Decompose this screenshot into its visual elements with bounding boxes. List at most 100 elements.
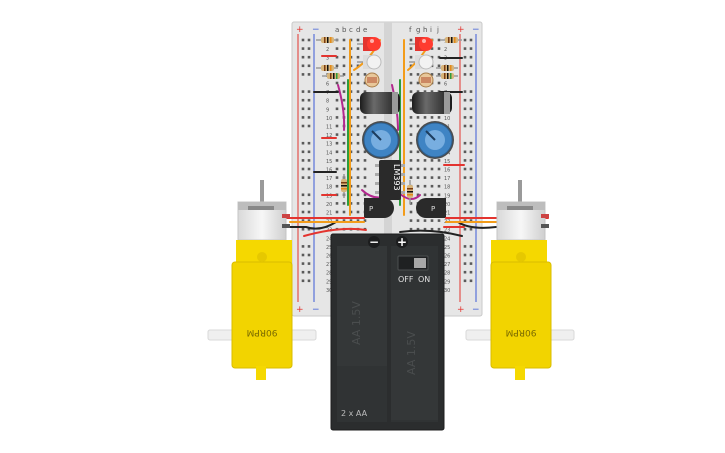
breadboard-hole[interactable] — [469, 150, 473, 154]
breadboard-hole[interactable] — [409, 176, 413, 179]
breadboard-hole[interactable] — [363, 124, 367, 128]
breadboard-hole[interactable] — [307, 270, 311, 274]
breadboard-hole[interactable] — [301, 253, 305, 257]
breadboard-hole[interactable] — [416, 193, 420, 197]
breadboard-hole[interactable] — [416, 124, 420, 128]
breadboard-hole[interactable] — [307, 73, 311, 76]
breadboard-hole[interactable] — [469, 262, 473, 265]
breadboard-hole[interactable] — [335, 184, 339, 188]
breadboard-hole[interactable] — [469, 116, 473, 119]
breadboard-hole[interactable] — [409, 98, 413, 102]
breadboard-hole[interactable] — [430, 90, 434, 93]
breadboard-hole[interactable] — [463, 124, 467, 128]
breadboard-hole[interactable] — [430, 159, 434, 162]
breadboard-hole[interactable] — [437, 227, 441, 231]
breadboard-hole[interactable] — [356, 141, 360, 145]
breadboard-hole[interactable] — [463, 210, 467, 214]
breadboard-hole[interactable] — [356, 167, 360, 171]
breadboard-hole[interactable] — [430, 219, 434, 222]
breadboard-hole[interactable] — [307, 262, 311, 265]
breadboard-hole[interactable] — [437, 90, 441, 93]
breadboard-hole[interactable] — [301, 55, 305, 59]
breadboard-hole[interactable] — [437, 64, 441, 68]
breadboard-hole[interactable] — [335, 150, 339, 154]
breadboard-hole[interactable] — [469, 107, 473, 111]
breadboard-hole[interactable] — [430, 227, 434, 231]
breadboard-hole[interactable] — [342, 219, 346, 222]
breadboard-hole[interactable] — [416, 81, 420, 85]
breadboard-hole[interactable] — [463, 270, 467, 274]
breadboard-hole[interactable] — [301, 245, 305, 248]
breadboard-hole[interactable] — [423, 90, 427, 93]
breadboard-hole[interactable] — [301, 202, 305, 205]
breadboard-hole[interactable] — [409, 210, 413, 214]
breadboard-hole[interactable] — [463, 116, 467, 119]
breadboard-hole[interactable] — [409, 202, 413, 205]
breadboard-hole[interactable] — [409, 150, 413, 154]
breadboard-hole[interactable] — [423, 116, 427, 119]
breadboard-hole[interactable] — [342, 64, 346, 68]
breadboard-hole[interactable] — [469, 167, 473, 171]
breadboard-hole[interactable] — [409, 81, 413, 85]
breadboard-hole[interactable] — [437, 47, 441, 50]
breadboard-hole[interactable] — [356, 176, 360, 179]
breadboard-hole[interactable] — [409, 116, 413, 119]
breadboard-hole[interactable] — [416, 116, 420, 119]
breadboard-hole[interactable] — [409, 107, 413, 111]
breadboard-hole[interactable] — [437, 184, 441, 188]
breadboard-hole[interactable] — [430, 193, 434, 197]
breadboard-hole[interactable] — [301, 116, 305, 119]
breadboard-hole[interactable] — [416, 150, 420, 154]
potentiometer-right[interactable] — [416, 121, 454, 159]
breadboard-hole[interactable] — [301, 73, 305, 76]
breadboard-hole[interactable] — [342, 141, 346, 145]
breadboard-hole[interactable] — [363, 193, 367, 197]
breadboard-hole[interactable] — [356, 38, 360, 42]
breadboard-hole[interactable] — [463, 279, 467, 283]
breadboard-hole[interactable] — [409, 159, 413, 162]
breadboard-hole[interactable] — [349, 219, 353, 222]
breadboard-hole[interactable] — [356, 73, 360, 76]
breadboard-hole[interactable] — [430, 116, 434, 119]
breadboard-hole[interactable] — [463, 141, 467, 145]
breadboard-hole[interactable] — [469, 38, 473, 42]
breadboard-hole[interactable] — [307, 245, 311, 248]
power-switch[interactable] — [397, 255, 429, 271]
breadboard-hole[interactable] — [469, 219, 473, 222]
breadboard-hole[interactable] — [469, 210, 473, 214]
breadboard-hole[interactable] — [409, 47, 413, 50]
breadboard-hole[interactable] — [342, 55, 346, 59]
breadboard-hole[interactable] — [463, 55, 467, 59]
breadboard-hole[interactable] — [469, 270, 473, 274]
breadboard-hole[interactable] — [335, 167, 339, 171]
breadboard-hole[interactable] — [469, 90, 473, 93]
breadboard-hole[interactable] — [342, 81, 346, 85]
breadboard-hole[interactable] — [363, 116, 367, 119]
breadboard-hole[interactable] — [301, 219, 305, 222]
breadboard-hole[interactable] — [463, 167, 467, 171]
breadboard-hole[interactable] — [463, 262, 467, 265]
breadboard-hole[interactable] — [469, 159, 473, 162]
breadboard-hole[interactable] — [307, 279, 311, 283]
breadboard-hole[interactable] — [437, 219, 441, 222]
breadboard-hole[interactable] — [307, 124, 311, 128]
breadboard-hole[interactable] — [301, 47, 305, 50]
breadboard-hole[interactable] — [301, 141, 305, 145]
breadboard-hole[interactable] — [342, 133, 346, 136]
breadboard-hole[interactable] — [409, 219, 413, 222]
breadboard-hole[interactable] — [437, 73, 441, 76]
breadboard-hole[interactable] — [363, 184, 367, 188]
breadboard-hole[interactable] — [307, 47, 311, 50]
breadboard-hole[interactable] — [409, 227, 413, 231]
breadboard-hole[interactable] — [469, 193, 473, 197]
breadboard-hole[interactable] — [301, 210, 305, 214]
breadboard-hole[interactable] — [423, 167, 427, 171]
breadboard-hole[interactable] — [335, 219, 339, 222]
breadboard-hole[interactable] — [469, 141, 473, 145]
breadboard-hole[interactable] — [363, 219, 367, 222]
breadboard-hole[interactable] — [335, 107, 339, 111]
breadboard-hole[interactable] — [437, 193, 441, 197]
breadboard-hole[interactable] — [437, 38, 441, 42]
breadboard-hole[interactable] — [301, 279, 305, 283]
breadboard-hole[interactable] — [356, 159, 360, 162]
